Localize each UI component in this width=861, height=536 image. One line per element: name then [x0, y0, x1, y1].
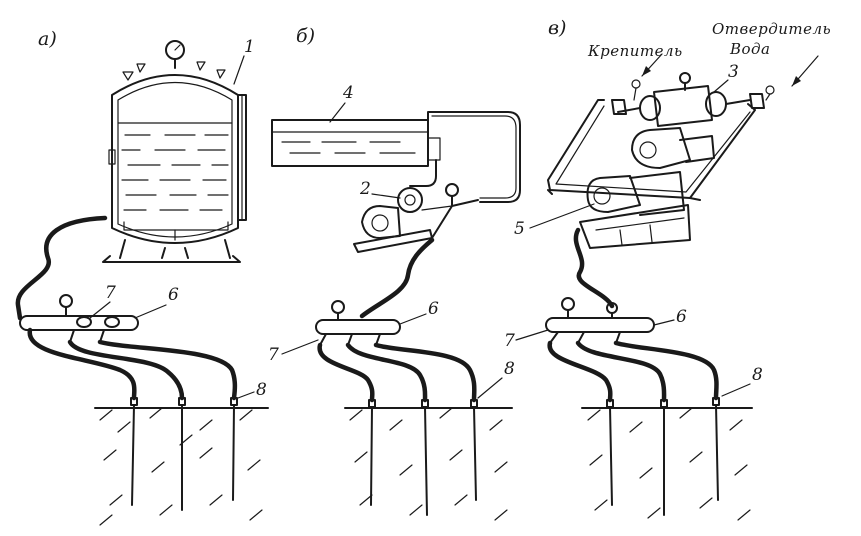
supply-hose-a: [15, 215, 108, 321]
panel-a: а): [15, 28, 269, 526]
pump-unit-c: [579, 127, 715, 249]
panel-c-letter: в): [548, 17, 566, 39]
callout-3: 3: [728, 62, 739, 82]
callout-5: 5: [514, 219, 525, 239]
manifold-b: [315, 300, 401, 346]
pressure-tank: [102, 40, 247, 263]
supply-hose-b: [359, 237, 435, 319]
callout-7-b: 7: [268, 345, 279, 365]
mixer-unit: [611, 72, 775, 127]
mixing-vat: [271, 119, 441, 167]
callout-1: 1: [244, 37, 255, 57]
callout-6-b: 6: [428, 299, 439, 319]
pump-gauge-icon: [445, 183, 459, 197]
skid-frame-c: [547, 99, 756, 201]
callout-4: 4: [342, 83, 354, 103]
callout-2: 2: [359, 179, 371, 199]
ground-c: [581, 407, 753, 521]
callout-7-c: 7: [504, 331, 515, 351]
panel-a-letter: а): [38, 28, 57, 50]
label-water: Вода: [729, 40, 771, 58]
panel-c: в) Крепитель Отвердитель Вода 3: [504, 17, 831, 521]
injectors-b: [368, 399, 478, 516]
label-hardener: Отвердитель: [712, 20, 831, 38]
panel-b: б) 4 2: [268, 25, 521, 521]
panel-b-letter: б): [296, 25, 315, 47]
callout-7-a: 7: [105, 283, 116, 303]
supply-hose-c: [573, 227, 615, 309]
callout-6-c: 6: [676, 307, 687, 327]
callout-8-b: 8: [504, 359, 515, 379]
injectors-c: [606, 397, 720, 516]
tank-liquid-hatch: [121, 134, 229, 211]
callout-8-a: 8: [256, 380, 267, 400]
manifold-a: [19, 294, 139, 343]
injectors-a: [130, 397, 238, 511]
callout-6-a: 6: [168, 285, 179, 305]
label-fixer: Крепитель: [587, 42, 683, 60]
callout-8-c: 8: [752, 365, 763, 385]
manifold-c: [545, 297, 655, 344]
